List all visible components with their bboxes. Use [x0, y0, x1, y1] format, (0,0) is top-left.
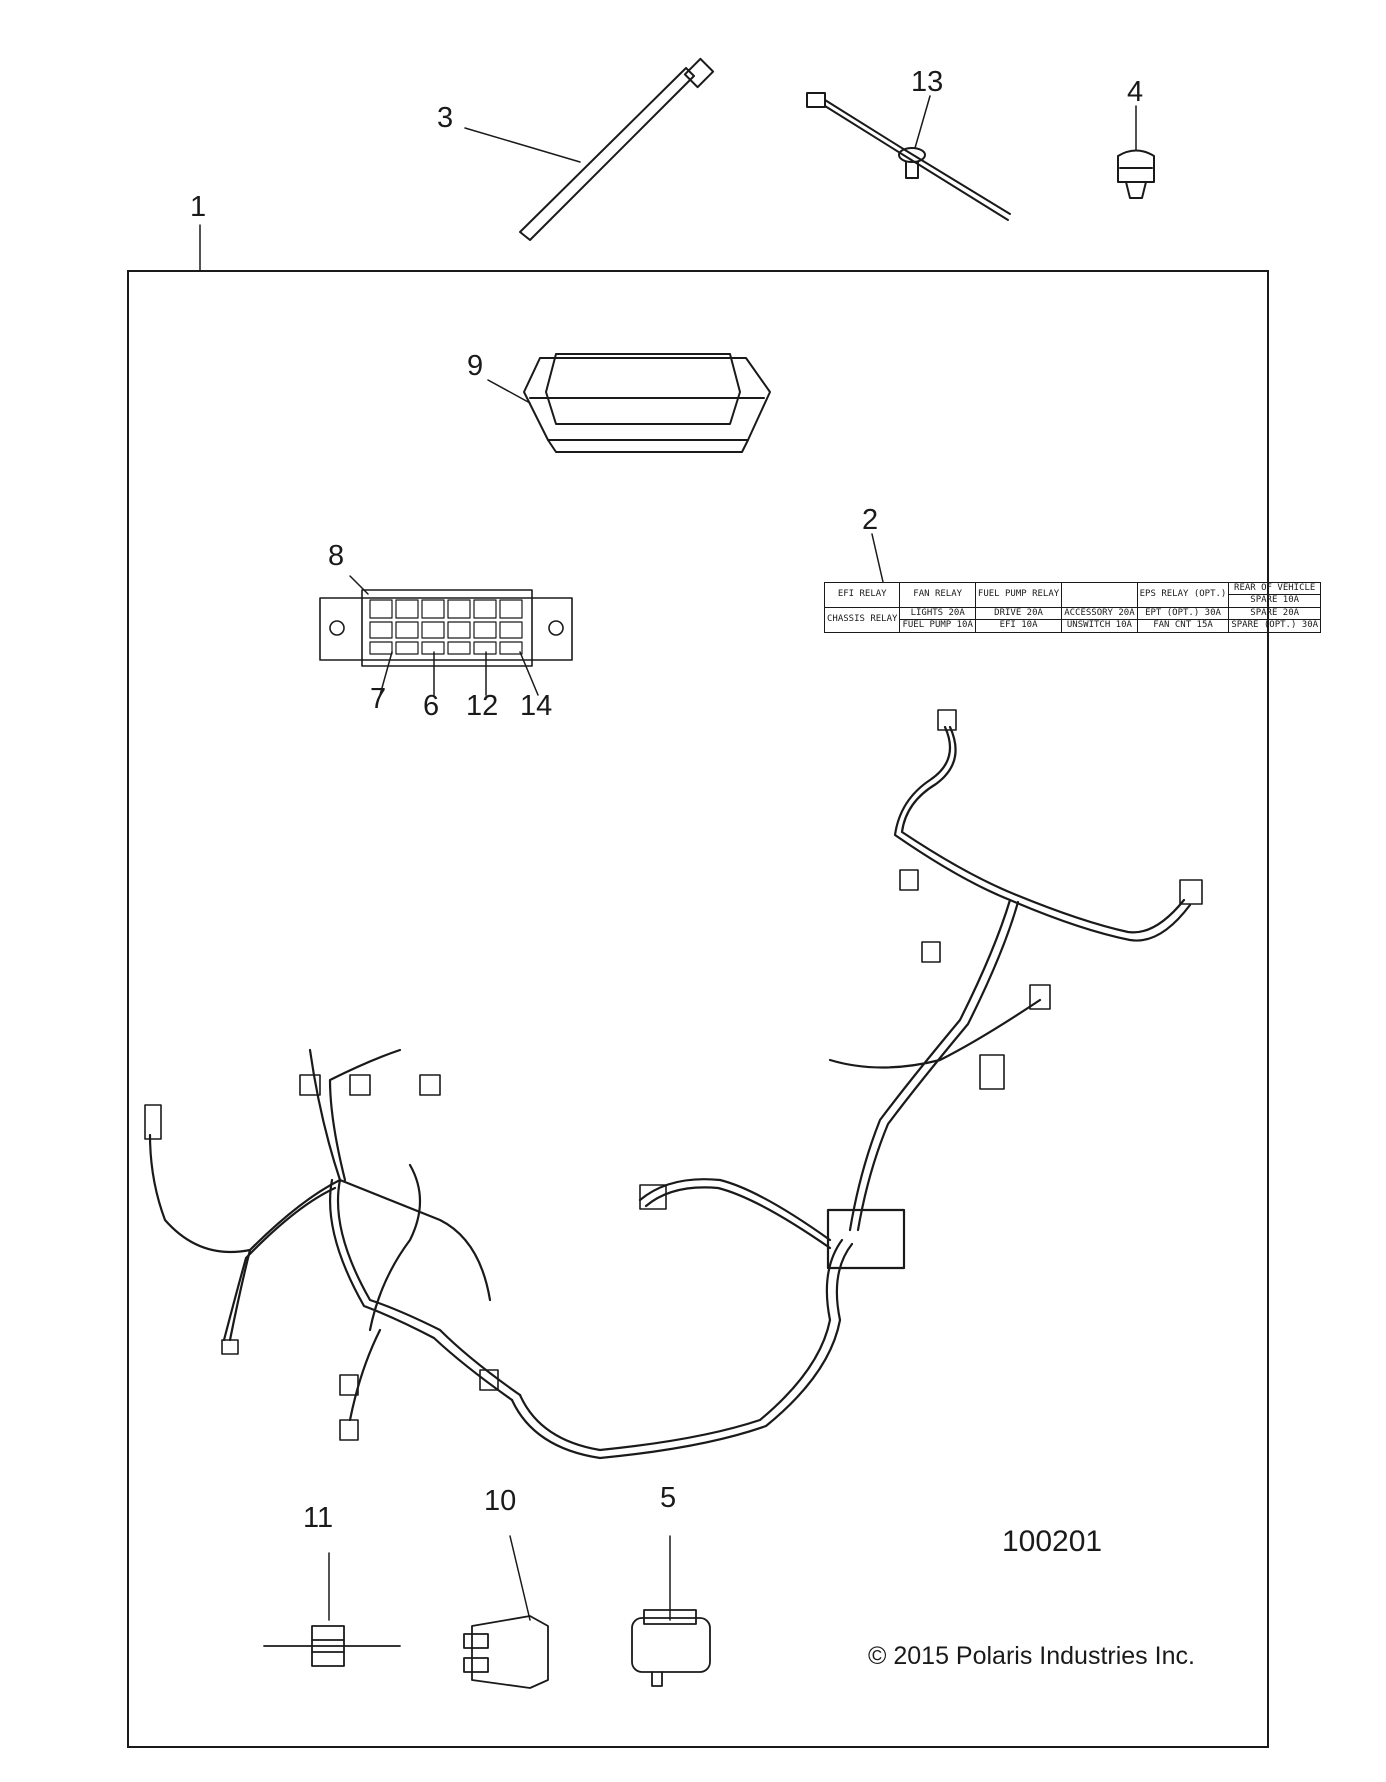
- label-cell: FUEL PUMP RELAY: [974, 582, 1063, 608]
- label-cell: EFI 10A: [974, 619, 1063, 633]
- label-cell: CHASSIS RELAY: [823, 606, 901, 633]
- fuse-box-part: [319, 589, 573, 667]
- callout-10: 10: [484, 1485, 517, 1517]
- fuse-part: [263, 1625, 401, 1667]
- label-cell: EFI RELAY: [823, 582, 901, 608]
- terminal-part: [463, 1615, 549, 1689]
- label-cell: SPARE 20A: [1228, 606, 1322, 621]
- callout-12: 12: [466, 690, 499, 722]
- label-cell: DRIVE 20A: [974, 606, 1063, 621]
- callout-7: 7: [370, 683, 387, 715]
- callout-1: 1: [190, 191, 207, 223]
- assembly-frame: [127, 270, 1269, 1748]
- label-cell: FAN RELAY: [899, 582, 976, 608]
- label-cell: ACCESSORY 20A: [1061, 606, 1138, 621]
- copyright-notice: © 2015 Polaris Industries Inc.: [868, 1642, 1195, 1670]
- connector-part: [631, 1609, 711, 1687]
- label-cell: FUEL PUMP 10A: [899, 619, 976, 633]
- callout-4: 4: [1127, 76, 1144, 108]
- leader-lines: [199, 95, 1137, 1621]
- label-cell: LIGHTS 20A: [899, 606, 976, 621]
- label-cell: EPS RELAY (OPT.): [1136, 582, 1230, 608]
- label-cell: EPT (OPT.) 30A: [1136, 606, 1230, 621]
- fuse-cover-part: [523, 353, 771, 453]
- callout-8: 8: [328, 540, 345, 572]
- label-cell: REAR OF VEHICLE: [1228, 581, 1322, 596]
- clip-part: [1117, 149, 1155, 199]
- harness-connectors: [144, 709, 1203, 1441]
- label-cell: [1061, 582, 1138, 608]
- callout-3: 3: [437, 102, 454, 134]
- label-cell: UNSWITCH 10A: [1061, 619, 1138, 633]
- wiring-harness: [148, 725, 1192, 1460]
- callout-6: 6: [423, 690, 440, 722]
- callout-14: 14: [520, 690, 553, 722]
- label-cell: SPARE (OPT.) 30A: [1228, 619, 1322, 633]
- callout-9: 9: [467, 350, 484, 382]
- fuse-label-decal: EFI RELAY FAN RELAY FUEL PUMP RELAY EPS …: [823, 581, 1322, 633]
- callout-5: 5: [660, 1482, 677, 1514]
- callout-13: 13: [911, 66, 944, 98]
- label-cell: SPARE 10A: [1228, 594, 1322, 608]
- callout-11: 11: [303, 1502, 334, 1534]
- cable-tie-part: [519, 57, 715, 241]
- label-cell: FAN CNT 15A: [1136, 619, 1230, 633]
- push-mount-tie-part: [806, 92, 1011, 221]
- diagram-number: 100201: [1002, 1525, 1103, 1558]
- callout-2: 2: [862, 504, 879, 536]
